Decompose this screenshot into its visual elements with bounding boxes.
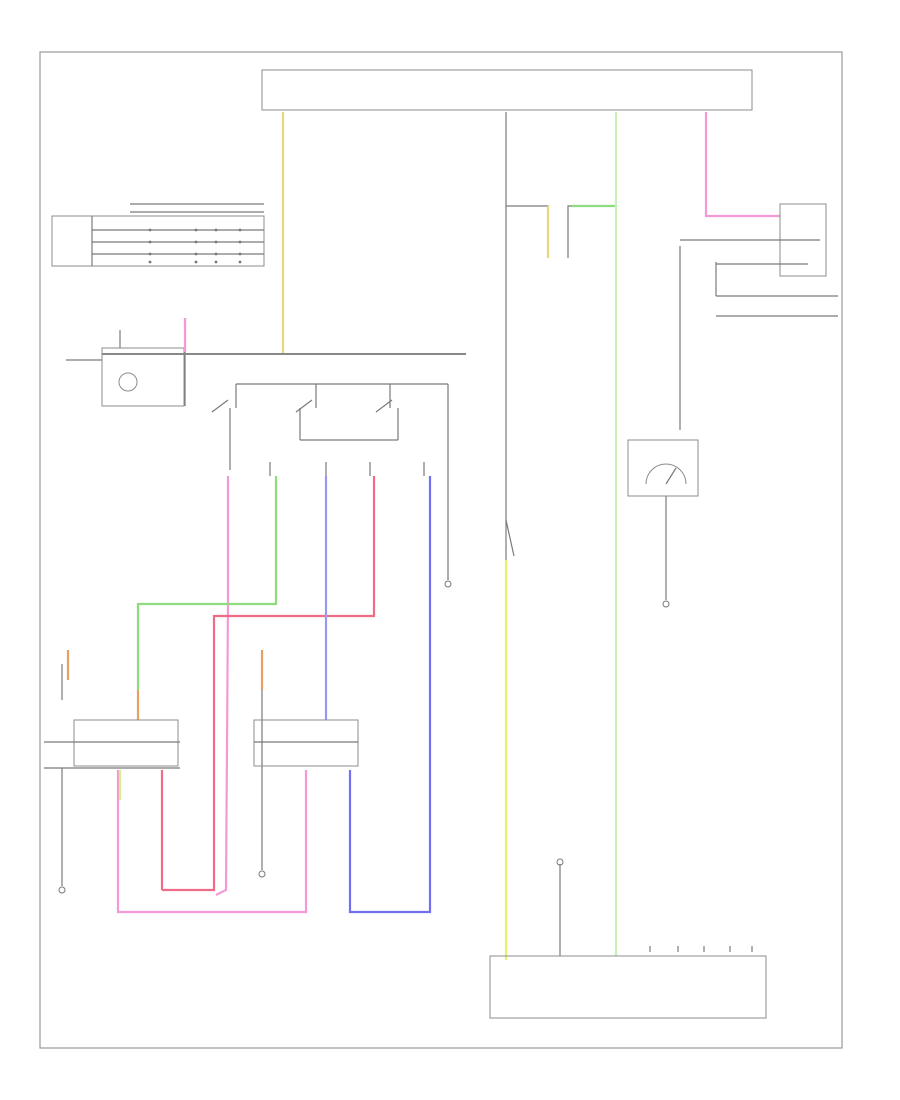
ground-symbol-right <box>662 600 670 608</box>
middle-speaker-box <box>253 719 359 767</box>
ground-symbol-mid <box>444 580 452 588</box>
transmission-sensor-box <box>627 439 699 497</box>
switch-assembly <box>211 383 449 482</box>
control-unit-pins <box>649 946 753 952</box>
ground-symbol-lower <box>556 858 564 866</box>
diagram-frame <box>39 51 843 1049</box>
wire-pink-left <box>215 476 230 896</box>
transmission-gauge <box>645 463 687 485</box>
wire-pink-bottom-left <box>116 770 230 914</box>
wire-green <box>136 476 278 690</box>
ground-symbol-mid-left <box>258 870 266 878</box>
switch-table-box <box>51 215 265 267</box>
left-speaker-box <box>73 719 179 767</box>
wire-blue <box>348 476 432 914</box>
wire-pink-bottom-mid <box>230 770 308 914</box>
wire-red <box>162 476 376 892</box>
left-module-box <box>101 347 185 407</box>
left-module-gauge <box>118 372 138 392</box>
switch-table-grid <box>91 216 264 266</box>
wire-pink-right <box>704 112 780 218</box>
control-unit-box <box>489 955 767 1019</box>
power-bus-box <box>261 69 753 111</box>
ground-symbol-left <box>58 886 66 894</box>
